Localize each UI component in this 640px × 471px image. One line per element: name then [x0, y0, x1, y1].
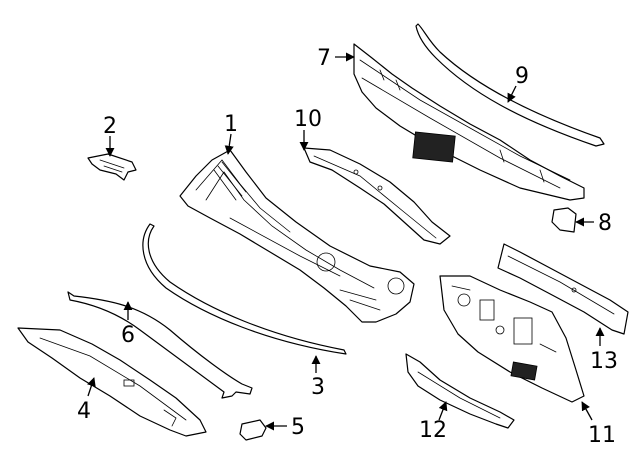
callout-11: 11	[588, 423, 616, 448]
part-3-weatherstrip	[142, 223, 347, 355]
callout-13: 13	[590, 349, 618, 374]
callout-10: 10	[294, 107, 322, 132]
part-12-lower-brace	[405, 353, 515, 429]
callout-12: 12	[419, 418, 447, 443]
callout-3: 3	[311, 375, 325, 400]
part-11-dash-panel	[439, 275, 585, 403]
leader-11	[581, 401, 593, 421]
leader-1	[224, 133, 234, 155]
callout-labels: 1 2 3 4 5 6 7 8 9 10 11 12 13	[77, 46, 618, 448]
callout-2: 2	[103, 114, 117, 139]
leader-9	[507, 85, 517, 103]
leader-lines	[87, 52, 605, 431]
callout-8: 8	[598, 211, 612, 236]
callout-4: 4	[77, 399, 91, 424]
part-13-reinforcement	[497, 243, 629, 335]
part-6-bracket-rod	[67, 291, 253, 399]
part-1-cowl-cover	[179, 149, 415, 323]
part-5-small-bracket	[239, 419, 267, 441]
part-4-lower-cover	[17, 327, 207, 437]
callout-1: 1	[224, 112, 238, 137]
part-2-clip	[87, 153, 137, 181]
leader-4	[87, 377, 96, 397]
part-10-bracket	[303, 147, 451, 245]
callout-7: 7	[317, 46, 331, 71]
part-9-seal-strip	[415, 23, 605, 147]
part-7-cowl-panel	[353, 43, 585, 201]
callout-9: 9	[515, 64, 529, 89]
leader-12	[438, 401, 448, 421]
callout-5: 5	[291, 415, 305, 440]
part-8-pad	[551, 207, 577, 233]
callout-6: 6	[121, 323, 135, 348]
